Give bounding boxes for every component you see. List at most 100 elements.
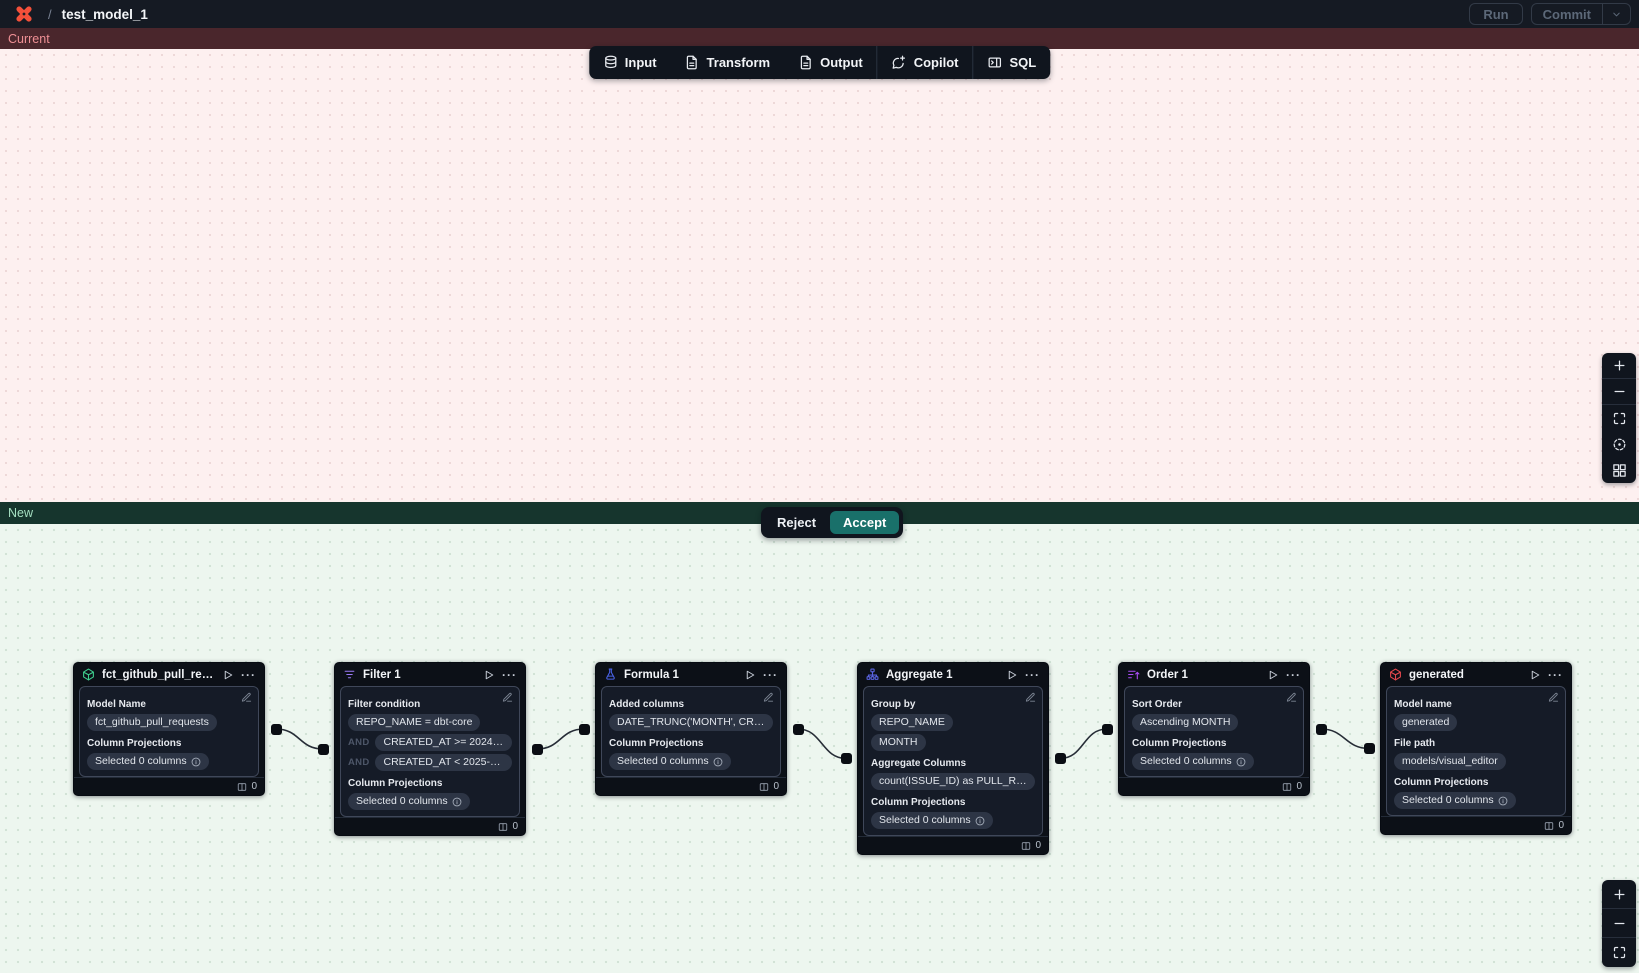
field-label: Model name — [1394, 699, 1452, 710]
edit-pencil-icon[interactable] — [1286, 692, 1297, 703]
zoom-in-button[interactable] — [1602, 880, 1636, 909]
run-node-button[interactable] — [1267, 669, 1279, 681]
reject-button[interactable]: Reject — [777, 515, 817, 530]
flask-icon — [604, 668, 617, 681]
minimap-button[interactable] — [1602, 457, 1636, 483]
value-pill[interactable]: Ascending MONTH — [1132, 714, 1239, 731]
node-menu-button[interactable]: ··· — [502, 667, 517, 682]
connection-port[interactable] — [1054, 753, 1066, 764]
node-menu-button[interactable]: ··· — [763, 667, 778, 682]
run-node-button[interactable] — [1006, 669, 1018, 681]
zoom-out-button[interactable] — [1602, 909, 1636, 938]
recenter-button[interactable] — [1602, 431, 1636, 457]
value-pill[interactable]: count(ISSUE_ID) as PULL_REQUEST_… — [871, 773, 1035, 790]
value-pill[interactable]: Selected 0 columns — [609, 753, 731, 770]
commit-button[interactable]: Commit — [1542, 6, 1591, 22]
commit-dropdown-button[interactable] — [1602, 4, 1630, 24]
run-button[interactable]: Run — [1469, 3, 1523, 25]
connection-port[interactable] — [578, 723, 590, 735]
value-pill[interactable]: models/visual_editor — [1394, 753, 1506, 770]
node-menu-button[interactable]: ··· — [1025, 667, 1040, 682]
field-label: Filter condition — [348, 699, 421, 710]
run-node-button[interactable] — [744, 669, 756, 681]
toolbar-input-button[interactable]: Input — [589, 46, 671, 79]
field-label: Group by — [871, 699, 916, 710]
node-header[interactable]: Order 1 ··· — [1119, 663, 1309, 686]
edit-pencil-icon[interactable] — [502, 692, 513, 703]
value-pill[interactable]: CREATED_AT >= 2024-12-01 — [375, 734, 512, 751]
fit-view-button[interactable] — [1602, 938, 1636, 967]
info-icon[interactable] — [1236, 757, 1246, 767]
value-pill[interactable]: Selected 0 columns — [87, 753, 209, 770]
info-icon[interactable] — [713, 757, 723, 767]
node-header[interactable]: fct_github_pull_requests ··· — [74, 663, 264, 686]
edit-pencil-icon[interactable] — [1025, 692, 1036, 703]
fit-view-icon — [1612, 411, 1627, 426]
value-pill[interactable]: REPO_NAME — [871, 714, 953, 731]
toolbar-copilot-button[interactable]: Copilot — [878, 46, 973, 79]
node-menu-button[interactable]: ··· — [1286, 667, 1301, 682]
node-menu-button[interactable]: ··· — [1548, 667, 1563, 682]
run-node-button[interactable] — [222, 669, 234, 681]
zoom-out-button[interactable] — [1602, 379, 1636, 405]
value-pill[interactable]: DATE_TRUNC('MONTH', CREATED_AT… — [609, 714, 773, 731]
run-node-button[interactable] — [483, 669, 495, 681]
dbt-logo-icon[interactable] — [14, 4, 34, 24]
fit-view-button[interactable] — [1602, 405, 1636, 431]
condition-operator: AND — [348, 737, 370, 748]
value-pill[interactable]: CREATED_AT < 2025-03-01 — [375, 754, 512, 771]
node-fct-github-pull-requests[interactable]: fct_github_pull_requests ··· Model Namef… — [73, 662, 265, 796]
value-pill[interactable]: Selected 0 columns — [348, 793, 470, 810]
info-icon[interactable] — [452, 797, 462, 807]
value-pill[interactable]: fct_github_pull_requests — [87, 714, 217, 731]
toolbar-output-button[interactable]: Output — [784, 46, 877, 79]
toolbar-sql-button[interactable]: SQL — [973, 46, 1050, 79]
node-header[interactable]: Formula 1 ··· — [596, 663, 786, 686]
toolbar-separator — [876, 46, 878, 79]
connection-port[interactable] — [1363, 743, 1375, 754]
info-icon[interactable] — [191, 757, 201, 767]
connection-port[interactable] — [840, 753, 852, 764]
value-pill[interactable]: REPO_NAME = dbt-core — [348, 714, 481, 731]
info-icon[interactable] — [975, 816, 985, 826]
value-pill[interactable]: Selected 0 columns — [871, 812, 993, 829]
edit-pencil-icon[interactable] — [1548, 692, 1559, 703]
database-icon — [603, 55, 618, 70]
current-canvas[interactable] — [0, 49, 1639, 502]
connection-port[interactable] — [531, 743, 543, 755]
node-header[interactable]: Aggregate 1 ··· — [858, 663, 1048, 686]
canvas-controls-current — [1602, 353, 1636, 483]
node-menu-button[interactable]: ··· — [241, 667, 256, 682]
field-label: Added columns — [609, 699, 685, 710]
connection-port[interactable] — [317, 743, 329, 755]
edit-pencil-icon[interactable] — [241, 692, 252, 703]
column-count: 0 — [251, 781, 257, 792]
node-header[interactable]: Filter 1 ··· — [335, 663, 525, 686]
node-header[interactable]: generated ··· — [1381, 663, 1571, 686]
column-count: 0 — [512, 821, 518, 832]
node-footer: 0 — [596, 777, 786, 795]
info-icon[interactable] — [1498, 796, 1508, 806]
accept-button[interactable]: Accept — [830, 511, 900, 534]
edit-pencil-icon[interactable] — [763, 692, 774, 703]
connection-port[interactable] — [1315, 723, 1327, 735]
connection-port[interactable] — [792, 723, 804, 735]
connection-port[interactable] — [270, 723, 282, 735]
value-pill[interactable]: generated — [1394, 714, 1458, 731]
zoom-in-button[interactable] — [1602, 353, 1636, 379]
node-footer: 0 — [1119, 777, 1309, 795]
recenter-icon — [1612, 437, 1627, 452]
value-pill[interactable]: Selected 0 columns — [1132, 753, 1254, 770]
field-label: Column Projections — [1394, 777, 1489, 788]
toolbar-transform-button[interactable]: Transform — [671, 46, 785, 79]
connection-port[interactable] — [1101, 723, 1113, 735]
value-pill[interactable]: MONTH — [871, 734, 926, 751]
breadcrumb-model-name[interactable]: test_model_1 — [61, 6, 148, 22]
value-pill[interactable]: Selected 0 columns — [1394, 792, 1516, 809]
run-node-button[interactable] — [1529, 669, 1541, 681]
